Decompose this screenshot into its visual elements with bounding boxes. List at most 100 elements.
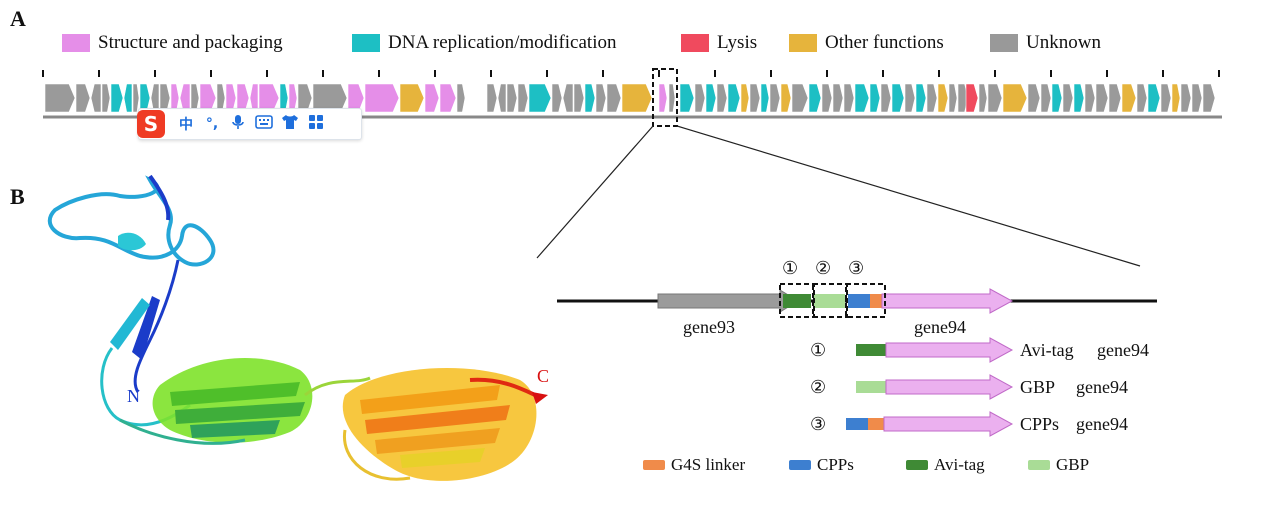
variant-2-marker: ② <box>810 377 827 398</box>
gene-structure <box>424 83 440 113</box>
legend-label: Structure and packaging <box>98 32 283 53</box>
gene-unknown <box>486 83 498 113</box>
n-strand-2 <box>110 298 150 350</box>
zoom-line-left <box>536 125 654 259</box>
variant-3-marker: ③ <box>810 414 827 435</box>
marker-3: ③ <box>848 258 865 279</box>
gene-other <box>937 83 949 113</box>
gene-other <box>1121 83 1137 113</box>
legend-label: Lysis <box>717 32 758 53</box>
element-legend-label: CPPs <box>817 455 854 474</box>
gene-unknown <box>497 83 507 113</box>
gene-dna <box>891 83 905 113</box>
gene-unknown <box>926 83 938 113</box>
panel-label-a: A <box>10 6 26 31</box>
variant-2-arrow <box>885 374 1014 400</box>
region-box-1 <box>779 283 815 318</box>
ime-toolbar[interactable]: S 中 °, <box>137 108 362 140</box>
gene94-label: gene94 <box>914 317 966 337</box>
element-legend-item: CPPs <box>789 455 854 475</box>
gene-unknown <box>1180 83 1192 113</box>
ime-punctuation-button[interactable]: °, <box>205 116 219 132</box>
gene-unknown <box>716 83 728 113</box>
gene-dna <box>727 83 741 113</box>
gene93-label: gene93 <box>683 317 735 337</box>
gene-unknown <box>1191 83 1203 113</box>
gene-unknown <box>606 83 622 113</box>
protein-structure <box>47 174 548 481</box>
genome-genes <box>44 83 1216 113</box>
gene-other <box>740 83 750 113</box>
marker-2: ② <box>815 258 832 279</box>
gene-structure <box>658 83 668 113</box>
gene-structure <box>347 83 365 113</box>
element-legend-label: Avi-tag <box>934 455 985 474</box>
variant-3-g4s <box>868 418 884 430</box>
gene-dna <box>808 83 822 113</box>
gene-unknown <box>1136 83 1148 113</box>
n-strand-1 <box>132 296 160 360</box>
gene-dna <box>854 83 870 113</box>
gene-structure <box>236 83 250 113</box>
legend-item: Lysis <box>681 32 757 54</box>
element-legend-item: GBP <box>1028 455 1089 475</box>
gene-dna <box>528 83 552 113</box>
variant-1-tag: Avi-tag <box>1020 340 1074 360</box>
legend-swatch <box>681 34 709 52</box>
n-terminus-label: N <box>127 386 140 406</box>
gene-unknown <box>791 83 809 113</box>
legend-item: Other functions <box>789 32 944 54</box>
gene-unknown <box>90 83 102 113</box>
legend-label: Other functions <box>825 32 944 53</box>
gene-other <box>1171 83 1181 113</box>
gene-dna <box>679 83 695 113</box>
gene-dna <box>760 83 770 113</box>
linker <box>304 376 371 397</box>
gene-unknown <box>75 83 91 113</box>
element-legend-label: GBP <box>1056 455 1090 474</box>
gene-other <box>780 83 792 113</box>
legend-item: DNA replication/modification <box>352 32 616 54</box>
gene-dna <box>110 83 124 113</box>
gene-unknown <box>101 83 111 113</box>
gene-unknown <box>506 83 518 113</box>
gene-unknown <box>551 83 563 113</box>
gene-other <box>399 83 425 113</box>
ime-shirt-icon[interactable] <box>277 114 303 134</box>
variant-1-arrow <box>885 337 1014 363</box>
gene-dna <box>139 83 151 113</box>
ime-chinese-mode-button[interactable]: 中 <box>179 117 193 133</box>
element-legend-label: G4S linker <box>671 455 746 474</box>
zoom-line-right <box>676 125 1141 267</box>
variant-2-gene: gene94 <box>1076 377 1128 397</box>
element-legend-swatch <box>789 460 811 470</box>
gene-unknown <box>1108 83 1122 113</box>
gene-lysis <box>965 83 979 113</box>
genome-ticks <box>42 70 1220 77</box>
gene-unknown <box>517 83 529 113</box>
gene-unknown <box>1027 83 1041 113</box>
panel-label-b: B <box>10 184 25 209</box>
gene-dna <box>869 83 881 113</box>
gene-unknown <box>832 83 844 113</box>
gene-dna <box>1147 83 1161 113</box>
gene-unknown <box>216 83 226 113</box>
ime-logo-icon[interactable]: S <box>137 110 165 138</box>
gene-unknown <box>312 83 348 113</box>
n-helix <box>118 232 146 251</box>
ime-grid-icon[interactable] <box>303 114 329 134</box>
legend-label: DNA replication/modification <box>388 32 617 53</box>
gene-structure <box>170 83 180 113</box>
gene-unknown <box>159 83 171 113</box>
gene-unknown <box>978 83 988 113</box>
ime-keyboard-icon[interactable] <box>251 115 277 133</box>
gene-dna <box>279 83 289 113</box>
n-loop-region <box>47 175 216 267</box>
gene-other <box>1002 83 1028 113</box>
variant-3-gene: gene94 <box>1076 414 1128 434</box>
zoom-box <box>652 68 678 127</box>
variant-1-avi <box>856 344 886 356</box>
gene-other <box>621 83 653 113</box>
legend-item: Structure and packaging <box>62 32 283 54</box>
ime-mic-icon[interactable] <box>225 114 251 134</box>
